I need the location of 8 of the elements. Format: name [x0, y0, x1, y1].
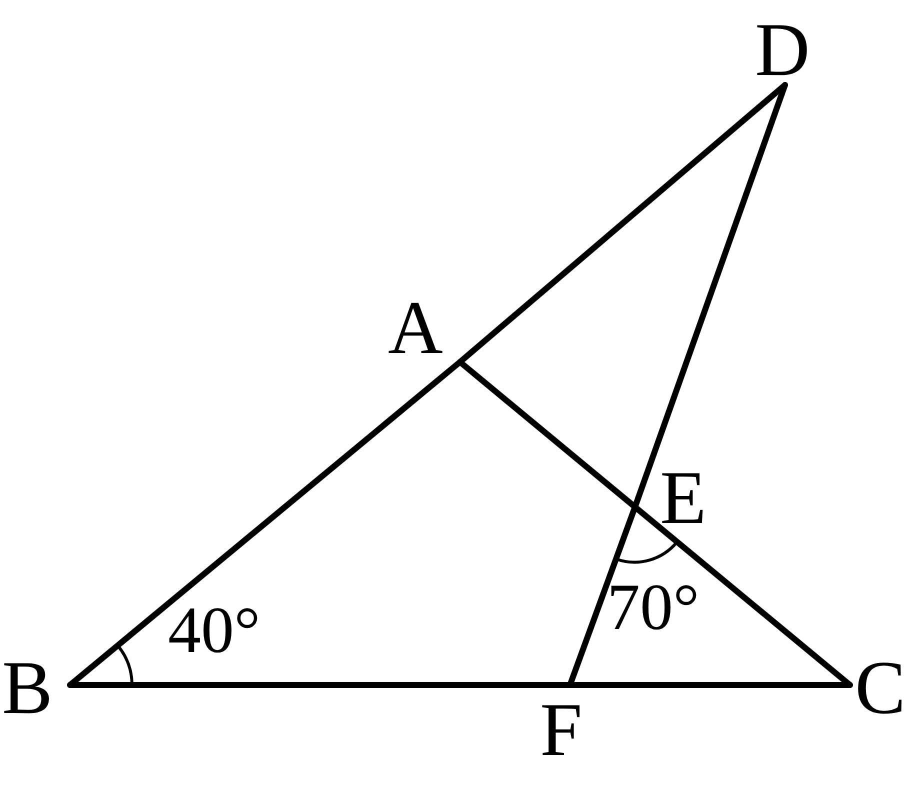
- angle-label: 70°: [607, 575, 700, 641]
- point-label: D: [755, 12, 810, 88]
- point-label: B: [2, 650, 53, 726]
- point-label: A: [388, 290, 443, 366]
- point-label: E: [660, 460, 706, 536]
- angle-label: 40°: [168, 598, 260, 664]
- point-label: F: [540, 692, 582, 768]
- point-label: C: [855, 650, 906, 726]
